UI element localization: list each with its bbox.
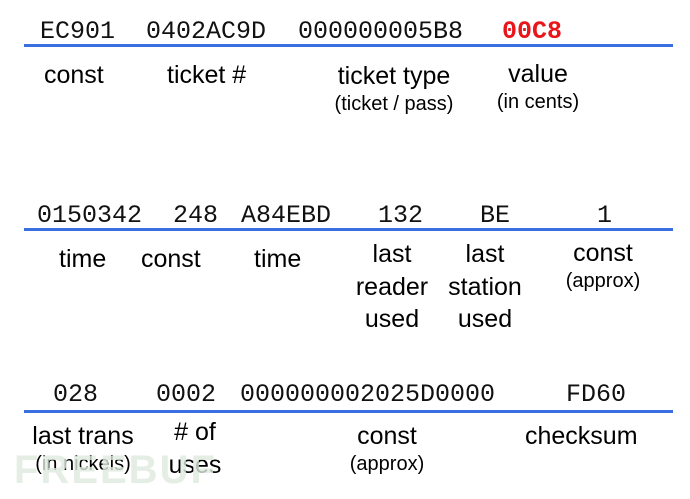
label-last-station-line2: station [448, 272, 522, 301]
hex-time-1: 0150342 [37, 201, 143, 230]
label-const-3: const (approx) [337, 421, 437, 476]
hex-const-1: 1 [597, 201, 613, 230]
hex-ticket-type: 000000005B8 [298, 17, 464, 46]
hex-checksum: FD60 [566, 380, 627, 409]
hex-const-248: 248 [173, 201, 219, 230]
label-last-station-used: last station used [440, 238, 530, 336]
label-const-3-title: const [357, 422, 417, 450]
label-last-trans: last trans (in nickels) [24, 421, 142, 476]
label-time-2: time [254, 245, 302, 273]
label-const-2: const [141, 245, 201, 273]
hex-num-uses: 0002 [156, 380, 217, 409]
label-const: const [44, 61, 104, 89]
divider-row1 [24, 44, 673, 47]
label-num-uses: # of uses [160, 416, 230, 482]
label-last-reader-line2: reader [355, 272, 429, 301]
label-last-trans-title: last trans [32, 422, 134, 450]
label-num-uses-line2: uses [168, 451, 222, 479]
label-last-reader-used: last reader used [348, 238, 436, 336]
hex-const-approx: 000000002025D0000 [240, 380, 496, 409]
hex-time-2: A84EBD [241, 201, 332, 230]
label-ticket-number: ticket # [167, 61, 247, 89]
divider-row2 [24, 228, 673, 231]
label-last-reader-line1: last [372, 240, 412, 268]
watermark: FREEBUF [14, 448, 217, 492]
label-value-sub: (in cents) [496, 90, 580, 113]
hex-last-station: BE [480, 201, 511, 230]
label-const-approx-title: const [573, 239, 633, 267]
hex-ticket-number: 0402AC9D [146, 17, 267, 46]
divider-row3 [24, 410, 673, 413]
label-const-approx: const (approx) [552, 238, 654, 293]
label-num-uses-line1: # of [174, 418, 216, 446]
label-value: value (in cents) [484, 59, 592, 114]
label-ticket-type-title: ticket type [337, 62, 451, 90]
label-checksum: checksum [525, 422, 638, 450]
label-last-station-line3: used [457, 305, 513, 333]
hex-const-ec901: EC901 [40, 17, 116, 46]
label-const-3-sub: (approx) [349, 452, 425, 475]
hex-last-reader: 132 [378, 201, 424, 230]
label-time-1: time [59, 245, 107, 273]
label-ticket-type: ticket type (ticket / pass) [318, 61, 470, 116]
label-last-trans-sub: (in nickels) [35, 452, 131, 475]
label-ticket-type-sub: (ticket / pass) [334, 92, 454, 115]
label-last-station-line1: last [465, 240, 505, 268]
label-value-title: value [508, 60, 568, 88]
hex-value: 00C8 [502, 17, 563, 46]
label-const-approx-sub: (approx) [565, 269, 641, 292]
label-last-reader-line3: used [364, 305, 420, 333]
hex-last-trans: 028 [53, 380, 99, 409]
